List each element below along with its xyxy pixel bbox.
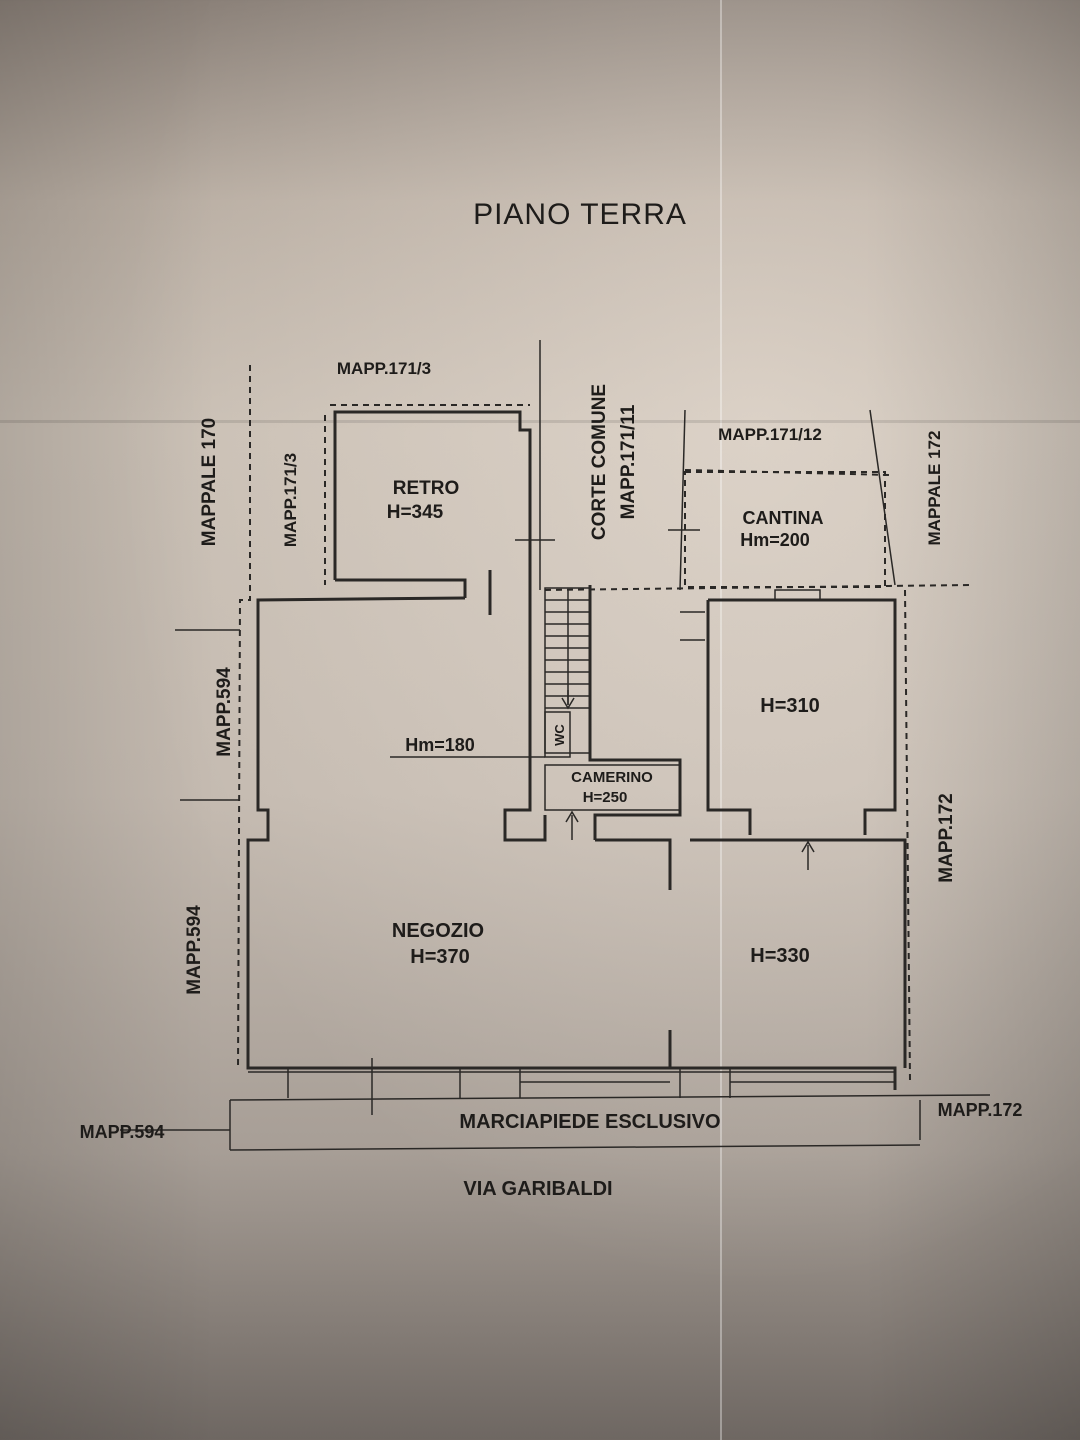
boundary-right <box>904 589 911 1081</box>
sidewalk-top-line <box>229 1094 991 1101</box>
camerino-box <box>544 764 681 811</box>
room310-walls <box>708 598 897 835</box>
parcel-594-bottom: MAPP.594 <box>80 1122 165 1142</box>
sidewalk-bottom-line <box>229 1144 921 1151</box>
shop-inner-wall <box>595 838 672 890</box>
mappale172-line <box>869 409 896 586</box>
cantina-outline <box>684 471 886 588</box>
camerino-label: CAMERINO <box>571 769 653 786</box>
cantina-height: Hm=200 <box>740 530 810 550</box>
wc-box <box>544 711 571 758</box>
parcel-top-left: MAPP.171/3 <box>337 359 431 378</box>
parcel-mappale-172: MAPPALE 172 <box>925 431 944 546</box>
parcel-172-right: MAPP.172 <box>936 793 957 882</box>
room310-left-wall <box>706 600 752 835</box>
wc-label: WC <box>552 724 567 746</box>
parcel-172-bottom: MAPP.172 <box>938 1100 1023 1120</box>
retro-walls <box>333 410 532 600</box>
plan-title: PIANO TERRA <box>473 198 687 231</box>
retro-bottom-wall <box>335 578 467 598</box>
room310-window <box>774 589 821 601</box>
room330-height: H=330 <box>750 945 810 967</box>
paper-fold-vertical <box>720 0 722 1440</box>
door-arrow-shop <box>801 840 815 870</box>
cantina-label: CANTINA <box>743 508 824 528</box>
parcel-594-lower: MAPP.594 <box>184 905 205 995</box>
parcel-594-upper: MAPP.594 <box>214 667 235 757</box>
stair-arrow <box>561 690 575 710</box>
door-arrow-camerino <box>565 810 579 840</box>
stairs-height: Hm=180 <box>405 735 475 755</box>
stair-frame <box>544 587 591 754</box>
corte-comune-label: CORTE COMUNE <box>589 384 610 540</box>
street-label: VIA GARIBALDI <box>463 1178 612 1200</box>
retro-label: RETRO <box>393 478 460 499</box>
parcel-mappale-170: MAPPALE 170 <box>199 418 220 546</box>
camerino-height: H=250 <box>583 789 628 806</box>
negozio-height: H=370 <box>410 946 470 968</box>
corte-mapp-label: MAPP.171/11 <box>618 404 639 519</box>
staircase <box>544 587 591 754</box>
retro-height: H=345 <box>387 502 444 523</box>
shop-right-wall-top <box>690 838 907 1068</box>
parcel-top-right: MAPP.171/12 <box>718 425 822 444</box>
storefront <box>248 1058 895 1115</box>
sidewalk-label: MARCIAPIEDE ESCLUSIVO <box>459 1111 720 1133</box>
parcel-left-vertical: MAPP.171/3 <box>281 453 300 547</box>
negozio-label: NEGOZIO <box>392 920 484 942</box>
room310-height: H=310 <box>760 695 820 717</box>
corte-line-right <box>679 409 686 591</box>
stair-left-wall <box>503 600 547 842</box>
